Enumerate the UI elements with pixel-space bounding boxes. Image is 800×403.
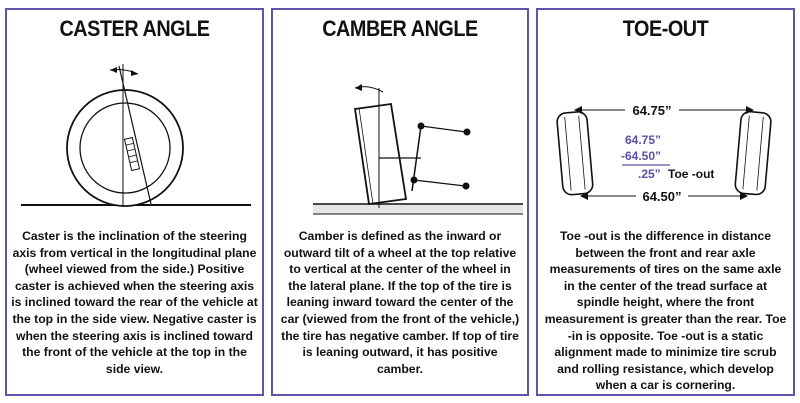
caster-panel: CASTER ANGLE Caster is the inclination o… <box>5 8 264 396</box>
upper-arm <box>420 125 467 133</box>
upper-ball-joint <box>417 122 425 130</box>
tire-inner <box>79 102 171 194</box>
lower-pivot <box>462 182 470 190</box>
rear-arrow-left-icon <box>580 192 588 200</box>
calc-line-2: -64.50” <box>621 149 661 163</box>
front-arrow-right-icon <box>746 106 754 114</box>
calc-result: .25” <box>638 167 661 181</box>
right-tire <box>734 110 772 196</box>
toe-description: Toe -out is the difference in distance b… <box>544 229 787 393</box>
lower-ball-joint <box>410 176 418 184</box>
camber-description: Camber is defined as the inward or outwa… <box>280 229 520 376</box>
camber-title: CAMBER ANGLE <box>322 16 478 41</box>
front-measure-label: 64.75” <box>632 103 671 118</box>
calc-result-label: Toe -out <box>668 167 714 181</box>
toe-diagram: 64.75” 64.50” 64.75” -64.50” .25” Toe -o… <box>556 103 772 204</box>
left-tire <box>556 111 594 196</box>
steering-axis-line <box>118 65 152 205</box>
upper-pivot <box>463 128 471 136</box>
road-surface <box>313 204 523 214</box>
calc-line-1: 64.75” <box>625 133 661 147</box>
rear-arrow-right-icon <box>740 192 748 200</box>
caster-description: Caster is the inclination of the steerin… <box>11 229 258 376</box>
toe-panel: TOE-OUT 64.75” 64.50” 64.75” -64.50” .25… <box>536 8 795 396</box>
rear-measure-label: 64.50” <box>642 189 681 204</box>
arrowhead-icon <box>355 84 362 91</box>
lower-arm <box>413 179 466 187</box>
arrowhead-right-icon <box>131 70 138 76</box>
arrowhead-left-icon <box>110 67 117 73</box>
caster-title: CASTER ANGLE <box>59 16 210 41</box>
toe-title: TOE-OUT <box>622 16 709 41</box>
kingpin-icon <box>123 136 141 172</box>
caster-diagram <box>21 64 251 207</box>
front-arrow-left-icon <box>574 106 582 114</box>
camber-diagram <box>313 84 523 215</box>
tire-sidewall-line <box>358 107 374 205</box>
tilted-tire <box>353 102 408 206</box>
camber-panel: CAMBER ANGLE Camber is defined as the in… <box>271 8 529 396</box>
